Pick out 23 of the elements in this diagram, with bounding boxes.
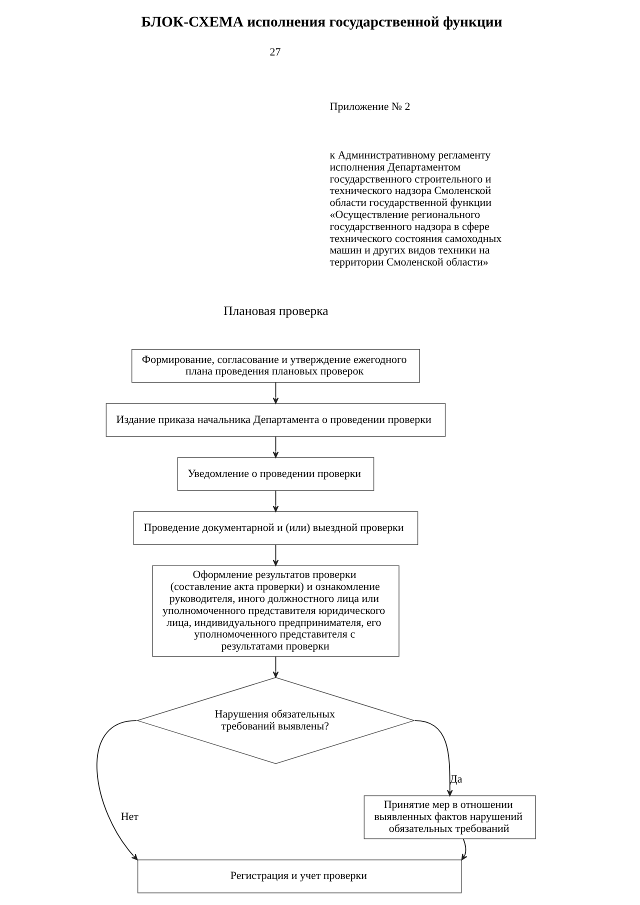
diagram-title: БЛОК-СХЕМА исполнения государственной функции (141, 14, 502, 31)
node-box: Издание приказа начальника Департамента о проведении проверки (106, 403, 446, 437)
node-box: Регистрация и учет проверки (137, 859, 462, 894)
arrow (272, 382, 279, 404)
arrow (461, 838, 468, 860)
label: 27 (270, 46, 281, 58)
label: к Административному регламенту исполнения Департаментом государственного строительного и технического надзора Смоленской области государственной функции «Осуществление регионального государственного надзора в сфере технического состояния самоходных машин и других видов техники на территории Смоленской области» (330, 149, 502, 269)
label: Приложение № 2 (330, 100, 410, 113)
arrow (272, 544, 279, 566)
arrow (272, 656, 279, 678)
node-box: Проведение документарной и (или) выездной проверки (133, 511, 418, 545)
node-box: Уведомление о проведении проверки (177, 457, 374, 491)
arrow (272, 490, 279, 512)
node-diamond: Нарушения обязательных требований выявлены? (136, 677, 416, 764)
edge-label: Да (450, 774, 462, 786)
arrow (96, 720, 138, 860)
arrow (414, 720, 453, 796)
edge-label: Нет (120, 811, 138, 824)
node-box: Принятие мер в отношении выявленных фактов нарушений обязательных требований (364, 795, 536, 840)
label: Плановая проверка (224, 304, 328, 318)
arrow (272, 436, 279, 458)
node-box: Формирование, согласование и утверждение ежегодного плана проведения плановых проверок (131, 349, 420, 383)
node-box: Оформление результатов проверки (составление акта проверки) и ознакомление руководителя, иного должностного лица или уполномоченного представителя юридического лица, индивидуального предпринимателя, его уполномоченного представителя с результатами проверки (152, 565, 400, 657)
